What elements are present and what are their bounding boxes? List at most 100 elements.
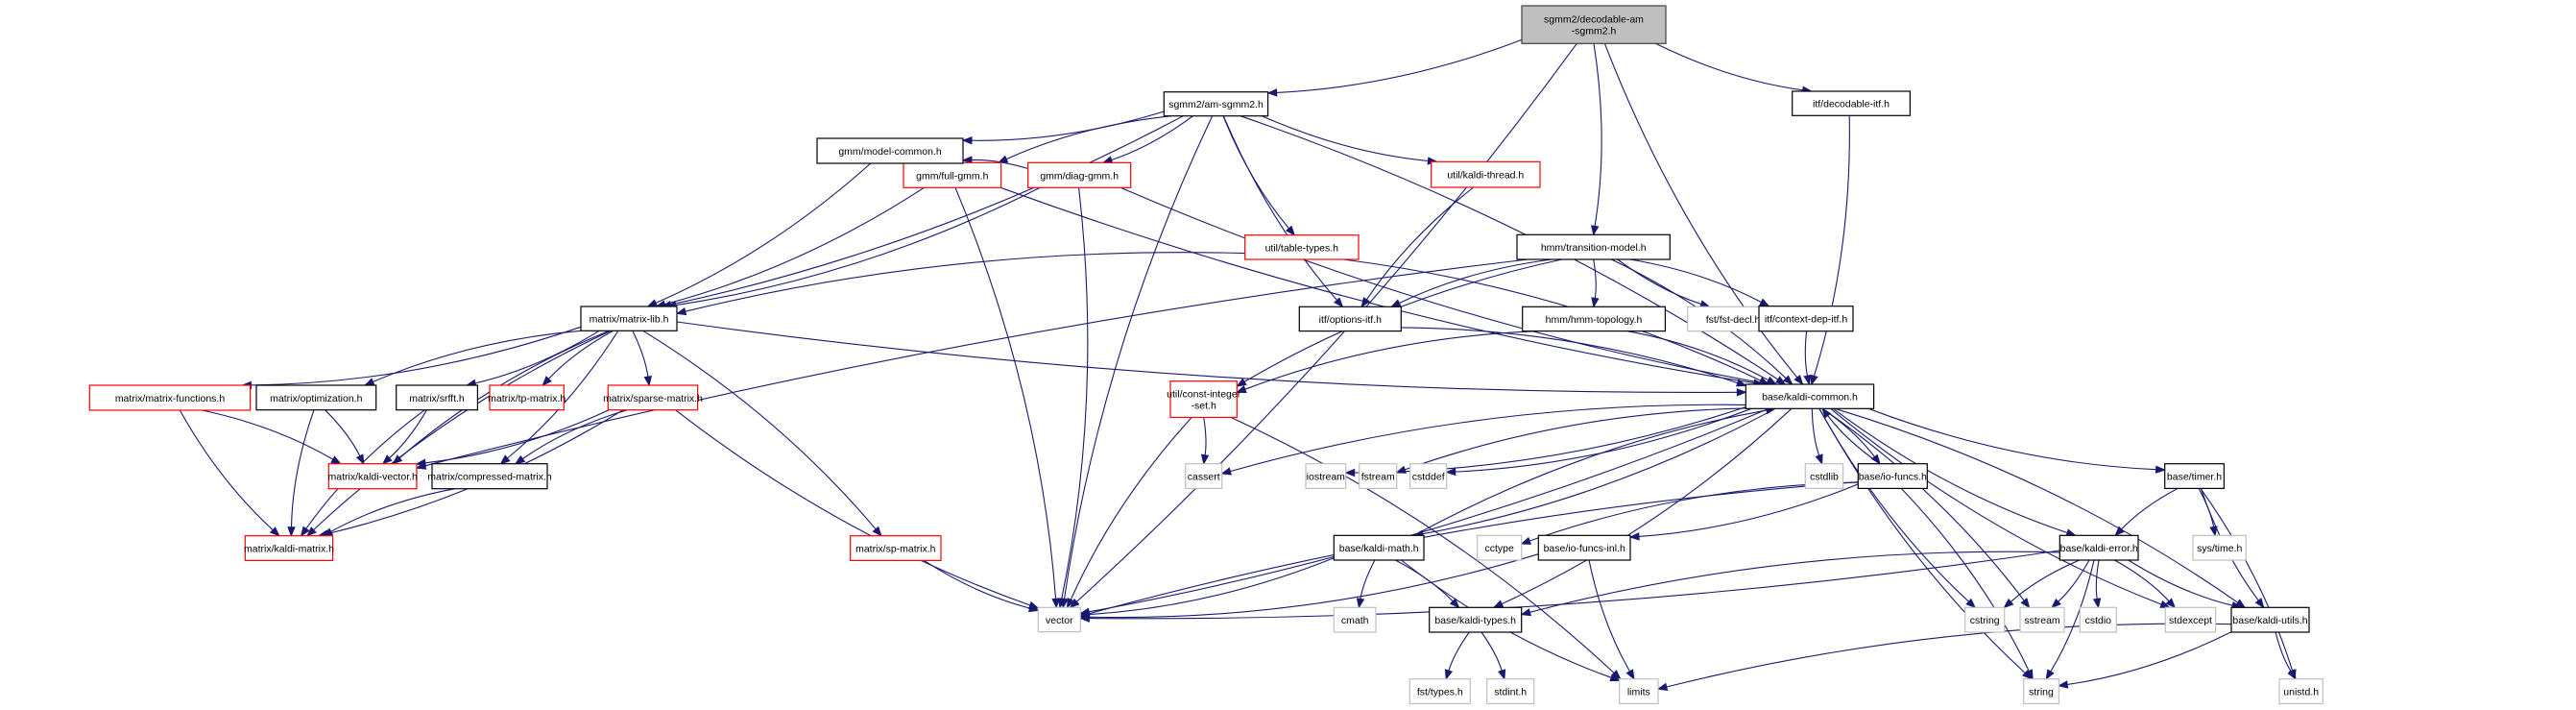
edge-transition-model-to-kaldi-vector [415,258,1529,470]
node-timer[interactable]: base/timer.h [2164,463,2225,490]
node-label: sgmm2/decodable-am [1544,14,1644,26]
node-io-funcs[interactable]: base/io-funcs.h [1857,463,1928,490]
edge-root-to-vector [1069,42,1577,609]
node-am-sgmm2[interactable]: sgmm2/am-sgmm2.h [1163,91,1269,117]
edge-line [971,159,1028,170]
node-kaldi-matrix[interactable]: matrix/kaldi-matrix.h [244,535,334,562]
edge-kaldi-utils-to-limits [1656,623,2232,691]
edge-line [290,409,315,527]
node-srfft[interactable]: matrix/srfft.h [396,384,479,411]
node-box [903,161,1002,188]
edge-line [1240,115,1779,380]
node-label: cstring [1970,615,2000,626]
node-box [1745,383,1875,409]
node-label: itf/decodable-itf.h [1813,99,1890,110]
edge-line [507,331,619,459]
node-optimization[interactable]: matrix/optimization.h [255,384,377,411]
node-kaldi-error[interactable]: base/kaldi-error.h [2058,534,2139,561]
node-kaldi-math[interactable]: base/kaldi-math.h [1333,534,1425,561]
arrowhead-icon [1067,597,1075,609]
edge-line [1617,258,1701,306]
node-kaldi-utils[interactable]: base/kaldi-utils.h [2230,606,2310,633]
edge-line [2050,559,2095,673]
edge-optimization-to-kaldi-matrix [287,409,315,538]
node-fst-types: fst/types.h [1408,678,1471,705]
arrowhead-icon [1591,297,1600,308]
node-box [1964,606,2006,633]
edge-context-dep-itf-to-kaldi-common [1803,331,1812,386]
node-decodable-itf[interactable]: itf/decodable-itf.h [1792,90,1911,116]
node-full-gmm[interactable]: gmm/full-gmm.h [903,161,1002,188]
edge-transition-model-to-fst-decl [1617,258,1711,308]
edge-root-to-am-sgmm2 [1266,38,1523,97]
edge-io-funcs-to-io-funcs-inl [1628,483,1859,541]
node-const-integer-set[interactable]: util/const-integer-set.h [1167,380,1241,419]
node-label: cstdlib [1810,472,1839,483]
arrowhead-icon [1057,598,1067,609]
node-sp-matrix[interactable]: matrix/sp-matrix.h [850,535,942,562]
node-label: unistd.h [2283,687,2319,698]
node-matrix-functions[interactable]: matrix/matrix-functions.h [88,384,252,411]
node-sys-time: sys/time.h [2192,534,2247,561]
arrowhead-icon [322,527,334,537]
node-box [1027,161,1132,188]
arrowhead-icon [363,378,375,386]
node-kaldi-types[interactable]: base/kaldi-types.h [1429,606,1523,633]
arrowhead-icon [1236,385,1247,394]
node-box [1431,160,1541,188]
node-label: util/table-types.h [1265,242,1339,254]
node-options-itf[interactable]: itf/options-itf.h [1298,306,1402,332]
edge-io-funcs-to-string [1900,487,2034,680]
arrowhead-icon [1498,669,1506,681]
node-label: matrix/kaldi-vector.h [328,472,419,483]
edge-line [1868,407,2156,471]
node-hmm-topology[interactable]: hmm/hmm-topology.h [1522,306,1666,332]
arrowhead-icon [1625,669,1635,680]
node-label: base/io-funcs-inl.h [1544,543,1625,554]
node-limits: limits [1619,678,1659,705]
node-model-common[interactable]: gmm/model-common.h [816,137,964,164]
edge-line [424,409,610,464]
node-matrix-lib[interactable]: matrix/matrix-lib.h [580,306,678,331]
node-kaldi-vector[interactable]: matrix/kaldi-vector.h [328,463,419,490]
edge-line [2275,631,2292,673]
node-label: base/io-funcs.h [1859,472,1927,483]
edge-matrix-functions-to-kaldi-matrix [179,409,280,537]
node-transition-model[interactable]: hmm/transition-model.h [1516,233,1671,260]
node-io-funcs-inl[interactable]: base/io-funcs-inl.h [1537,534,1631,561]
arrowhead-icon [1782,375,1794,385]
node-kaldi-thread[interactable]: util/kaldi-thread.h [1431,160,1541,188]
edge-timer-to-kaldi-error [2114,487,2179,537]
node-box [1429,606,1523,633]
edge-kaldi-common-to-sstream [1821,407,2031,609]
arrowhead-icon [499,454,511,465]
arrowhead-icon [2020,598,2031,609]
edge-decodable-itf-to-kaldi-common [1810,115,1850,386]
node-kaldi-common[interactable]: base/kaldi-common.h [1745,383,1875,409]
arrowhead-icon [2165,598,2177,609]
node-root[interactable]: sgmm2/decodable-am-sgmm2.h [1521,5,1667,44]
arrowhead-icon [1821,407,1832,419]
edge-line [1088,481,1859,615]
node-unistd: unistd.h [2278,678,2323,705]
edge-line [313,330,612,530]
node-context-dep-itf[interactable]: itf/context-dep-itf.h [1758,306,1854,332]
edge-kaldi-common-to-cstdlib [1811,408,1823,466]
edge-line [373,330,582,382]
edge-line [1413,409,1768,536]
node-table-types[interactable]: util/table-types.h [1244,234,1360,260]
node-tp-matrix[interactable]: matrix/tp-matrix.h [488,384,566,411]
node-box [2164,606,2217,633]
arrowhead-icon [1449,598,1460,609]
edge-const-integer-set-to-cassert [1200,417,1210,466]
node-compressed-matrix[interactable]: matrix/compressed-matrix.h [427,463,552,490]
edge-kaldi-error-to-kaldi-types [1520,551,2060,617]
node-sparse-matrix[interactable]: matrix/sparse-matrix.h [603,384,703,411]
edge-line [2095,559,2100,600]
edge-line [1076,42,1577,602]
edge-line [1422,407,1776,535]
edge-root-to-transition-model [1591,43,1602,236]
node-diag-gmm[interactable]: gmm/diag-gmm.h [1027,161,1132,188]
edge-kaldi-common-to-iostream [1344,406,1746,477]
node-label: limits [1627,687,1650,698]
